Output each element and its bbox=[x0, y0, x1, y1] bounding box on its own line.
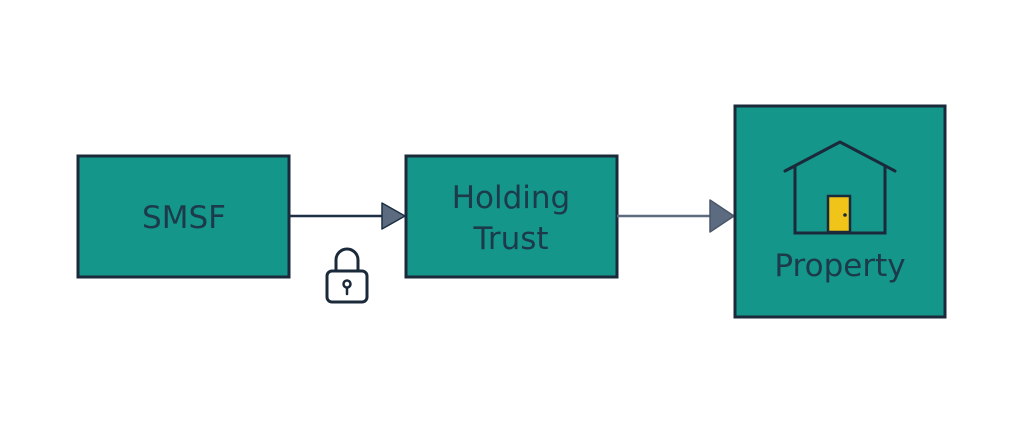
arrowhead-icon bbox=[709, 199, 735, 233]
arrowhead-icon bbox=[381, 202, 406, 230]
padlock-icon bbox=[325, 247, 369, 304]
node-smsf: SMSF bbox=[76, 154, 291, 279]
node-holding-trust-label-line-2: Trust bbox=[472, 221, 548, 257]
node-holding-trust: Holding Trust bbox=[404, 154, 619, 279]
edge-smsf-to-holding-trust bbox=[289, 202, 406, 230]
node-property: Property bbox=[733, 104, 947, 319]
node-property-label: Property bbox=[774, 248, 905, 284]
node-smsf-label: SMSF bbox=[142, 200, 226, 236]
door-icon bbox=[826, 194, 852, 234]
node-holding-trust-label-line-1: Holding bbox=[452, 180, 571, 216]
house-icon bbox=[783, 140, 897, 235]
node-holding-trust-box bbox=[404, 154, 619, 279]
edge-holding-trust-to-property bbox=[617, 199, 735, 233]
node-smsf-box bbox=[76, 154, 291, 279]
